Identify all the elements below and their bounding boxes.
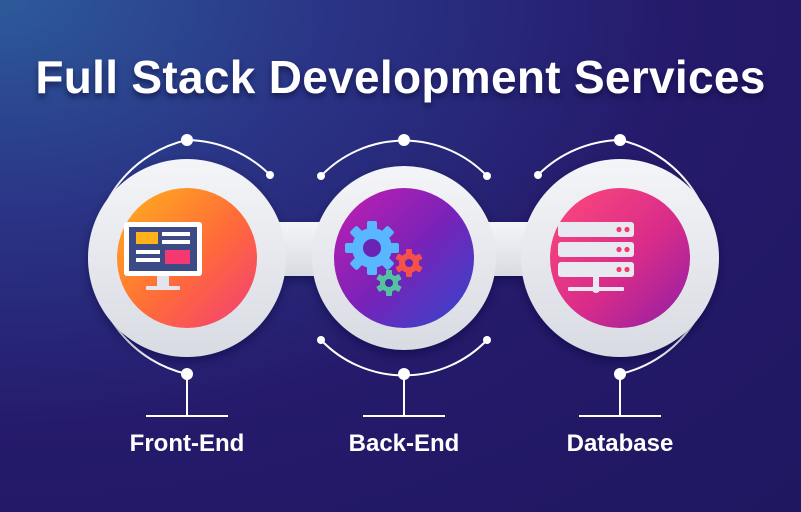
dot [614, 134, 626, 146]
dot [398, 134, 410, 146]
arc-front-top [186, 139, 271, 176]
label-back-end: Back-End [348, 430, 460, 457]
front-end-node [117, 188, 257, 328]
page-title: Full Stack Development Services [35, 51, 766, 103]
server-icon [558, 222, 634, 293]
label-database: Database [566, 430, 674, 457]
monitor-icon [124, 222, 202, 290]
gears-icon [345, 221, 423, 296]
dot [483, 172, 491, 180]
dot [317, 336, 325, 344]
arc-db-top [537, 139, 621, 176]
small-gear-green-icon [376, 270, 402, 296]
small-gear-red-icon [395, 249, 423, 277]
dot [534, 171, 542, 179]
back-end-node [334, 188, 474, 328]
large-gear-icon [345, 221, 399, 275]
dot [483, 336, 491, 344]
dot [317, 172, 325, 180]
connector-dots [181, 134, 626, 380]
database-node [550, 188, 690, 328]
database-circle [550, 188, 690, 328]
dot [181, 134, 193, 146]
label-connectors [146, 374, 661, 417]
label-front-end: Front-End [129, 430, 245, 457]
dot [266, 171, 274, 179]
